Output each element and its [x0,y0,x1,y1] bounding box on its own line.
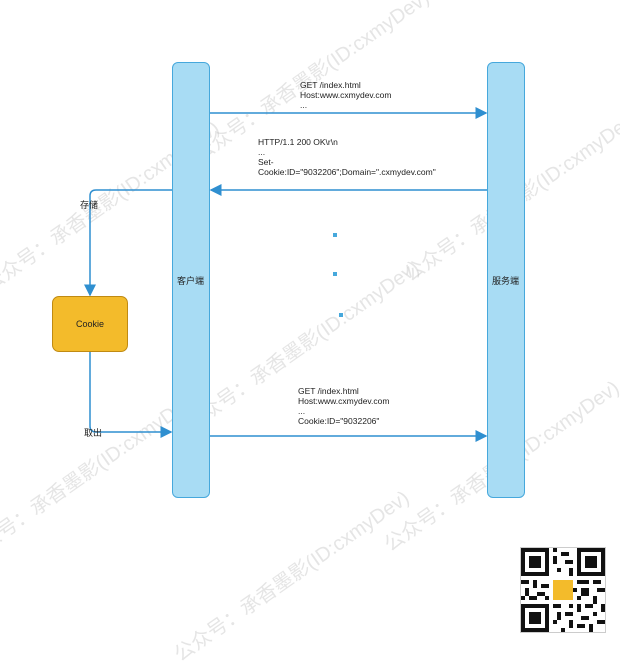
cookie-label: Cookie [75,319,104,329]
ellipsis-dot-1 [333,233,337,237]
client-label: 客户端 [177,276,205,286]
fetch-arrow [89,352,173,438]
store-label: 存储 [80,200,99,210]
cookie-box: Cookie [52,296,128,352]
fetch-label: 取出 [84,428,103,438]
server-lifeline [487,62,525,498]
store-arrow [84,189,172,297]
client-lifeline [172,62,210,498]
request1-text: GET /index.html Host:www.cxmydev.com ... [300,80,392,110]
ellipsis-dot-2 [333,272,337,276]
ellipsis-dot-3 [339,313,343,317]
arrows-layer [84,107,488,442]
server-label: 服务端 [492,276,520,286]
request2-text: GET /index.html Host:www.cxmydev.com ...… [298,386,390,426]
response-text: HTTP/1.1 200 OK\r\n ... Set- Cookie:ID="… [258,137,436,177]
qr-code-icon [520,547,606,633]
